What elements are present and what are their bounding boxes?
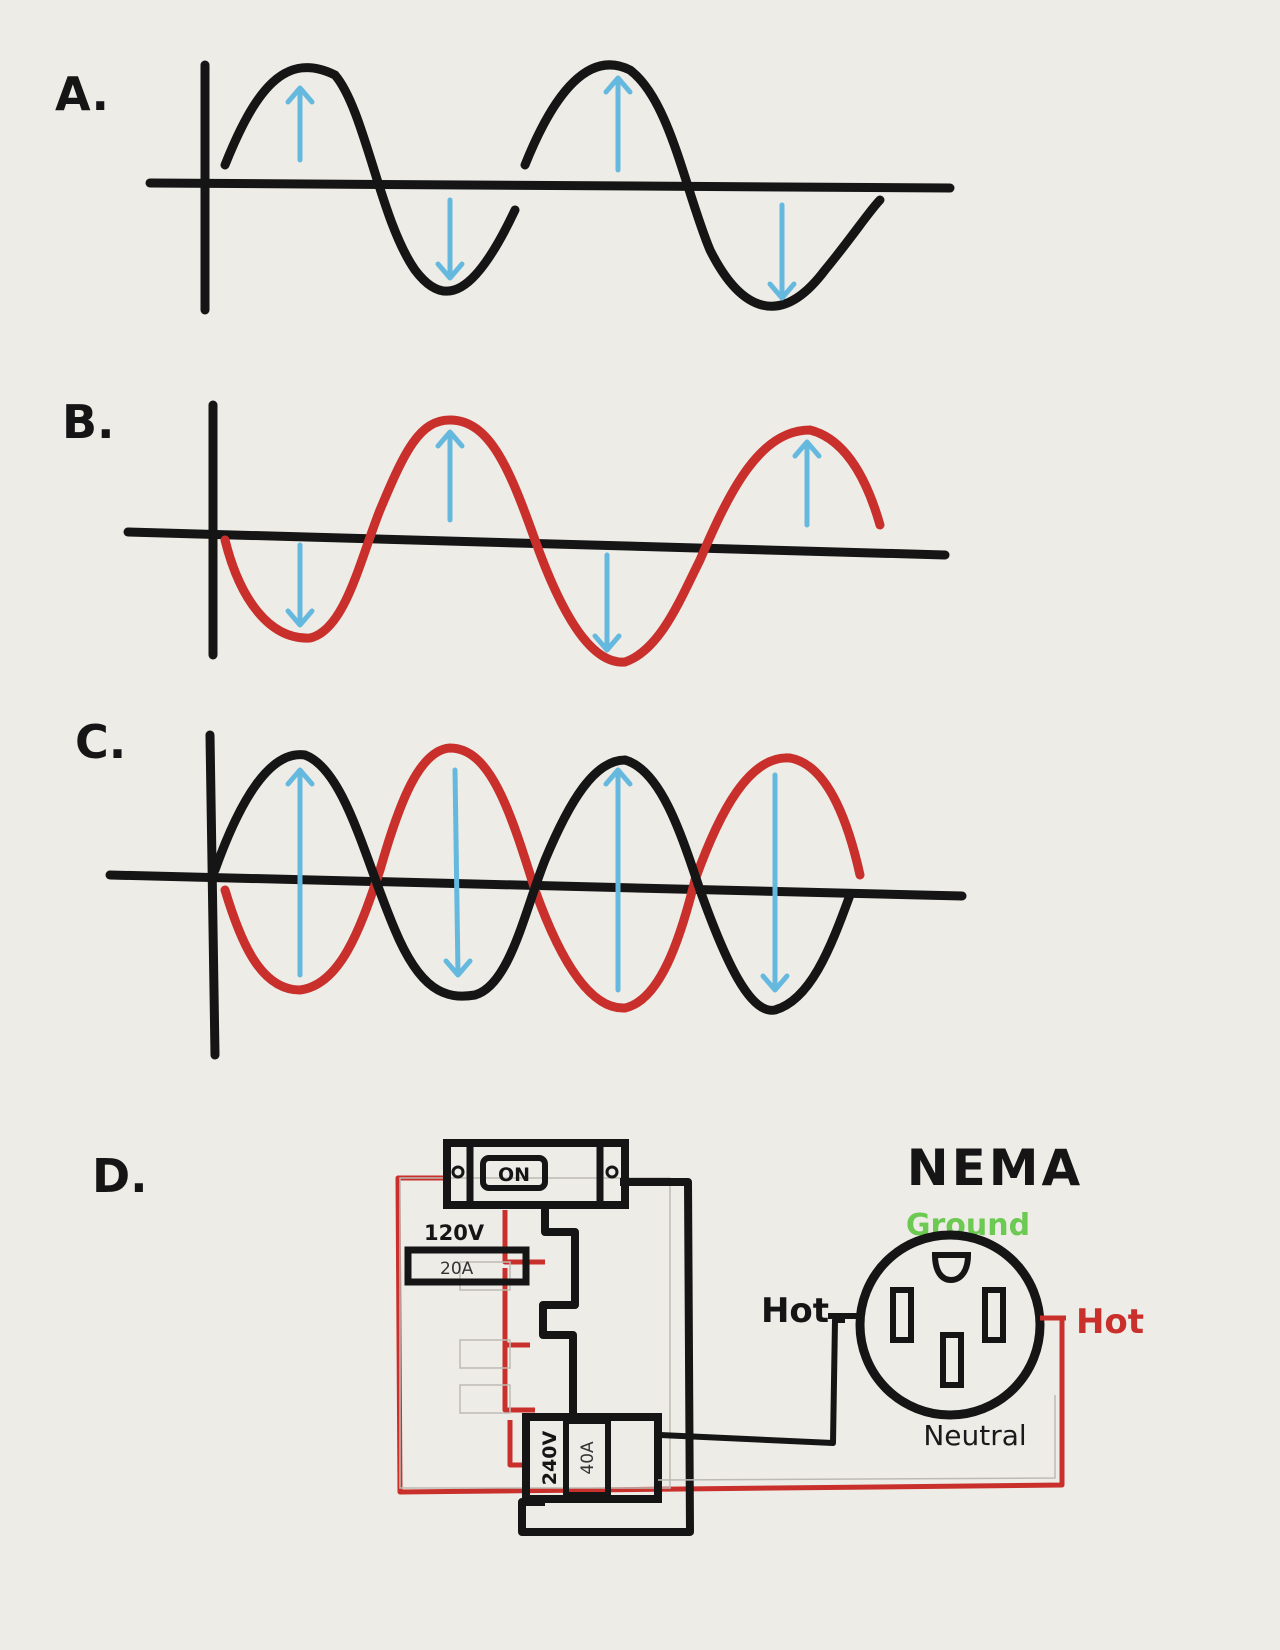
main-breaker: ON [443, 1139, 629, 1209]
down-arrow-icon [285, 542, 315, 628]
up-arrow-icon [792, 439, 822, 528]
down-arrow-icon [443, 767, 473, 978]
up-arrow-icon [285, 767, 315, 978]
hot-right-label: Hot [1076, 1302, 1144, 1342]
breaker-120v-amps-label: 20A [440, 1259, 474, 1279]
neutral-label: Neutral [923, 1419, 1026, 1452]
panel-a-x-axis [145, 178, 955, 193]
main-breaker-on-label: ON [498, 1164, 530, 1186]
panel-b-label: B. [62, 395, 115, 449]
panel-c-label: C. [75, 715, 126, 769]
hot-left-label: Hot [761, 1291, 829, 1331]
panel-c-y-axis [205, 730, 220, 1060]
neutral-wire-sketch [657, 1395, 1056, 1481]
ground-slot [931, 1252, 972, 1284]
panel-a-arrows [285, 75, 797, 301]
panel-b [123, 400, 950, 667]
neutral-slot [940, 1332, 964, 1388]
panel-a-label: A. [55, 67, 109, 121]
breaker-240v-amps-label: 40A [578, 1441, 598, 1475]
breaker-120v: 120V 20A [404, 1221, 530, 1286]
up-arrow-icon [603, 75, 633, 173]
nema-title: NEMA [907, 1139, 1083, 1197]
down-arrow-icon [592, 552, 622, 653]
up-arrow-icon [435, 429, 465, 523]
left-hot-slot [890, 1287, 914, 1343]
down-arrow-icon [760, 772, 790, 993]
breaker-120v-voltage-label: 120V [424, 1221, 485, 1245]
panel-c-arrows [285, 767, 790, 993]
panel-b-red-wave [220, 415, 885, 667]
panel-a [145, 60, 955, 315]
panel-d-label: D. [92, 1149, 148, 1203]
right-hot-slot [982, 1287, 1006, 1343]
main-breaker-switch [480, 1155, 548, 1191]
panel-c [105, 730, 967, 1060]
panel-a-black-wave [220, 60, 885, 311]
black-hot-wire [659, 1317, 845, 1446]
panel-b-arrows [285, 429, 822, 653]
panel-c-black-wave [210, 750, 855, 1015]
nema-receptacle: NEMA Ground Neutral Hot Hot [761, 1139, 1144, 1452]
up-arrow-icon [603, 767, 633, 993]
breaker-240v-voltage-label: 240V [539, 1431, 561, 1486]
breaker-240v: 240V 40A [522, 1413, 662, 1503]
panel-outline-sketch [399, 1177, 671, 1489]
black-bus-link [539, 1205, 579, 1418]
breaker-panel: ON 120V 20A 240V 40A [395, 1139, 1065, 1536]
down-arrow-icon [435, 197, 465, 281]
up-arrow-icon [285, 85, 315, 163]
receptacle-face [855, 1230, 1045, 1420]
down-arrow-icon [767, 202, 797, 301]
